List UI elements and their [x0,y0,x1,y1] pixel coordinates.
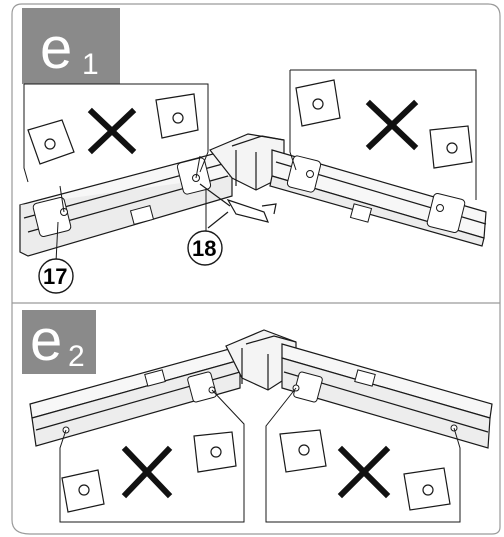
part-18-label: 18 [192,236,216,261]
right-rail [281,343,493,449]
left-rail-clip [129,205,155,225]
part-17-callout: 17 [38,221,74,294]
step-e1-number: 1 [82,48,99,81]
right-rail-clip [349,203,373,223]
step-e2-letter: e [30,308,62,373]
left-rail-clip [144,369,166,387]
right-detail-callout [289,69,477,200]
x-mark-icon [337,445,391,499]
right-rail-clip [354,369,376,387]
step-e1-tag [22,8,120,84]
step-e1-panel: e 1 [19,8,487,294]
x-mark-icon [121,445,173,499]
corner-joint [209,133,285,191]
x-mark-icon [87,107,137,155]
screwdriver-icon [199,183,277,229]
left-detail-callout [23,83,209,213]
step-e2-number: 2 [68,340,85,373]
step-e1-letter: e [40,16,72,81]
x-mark-icon [365,99,419,151]
panel-frame [11,3,501,535]
left-detail-callout [59,389,245,523]
right-detail-callout [265,387,461,523]
part-17-label: 17 [43,264,67,289]
part-18-callout: 18 [187,188,223,266]
step-e2-tag [22,310,96,374]
step-e2-panel: e 2 [22,308,493,523]
